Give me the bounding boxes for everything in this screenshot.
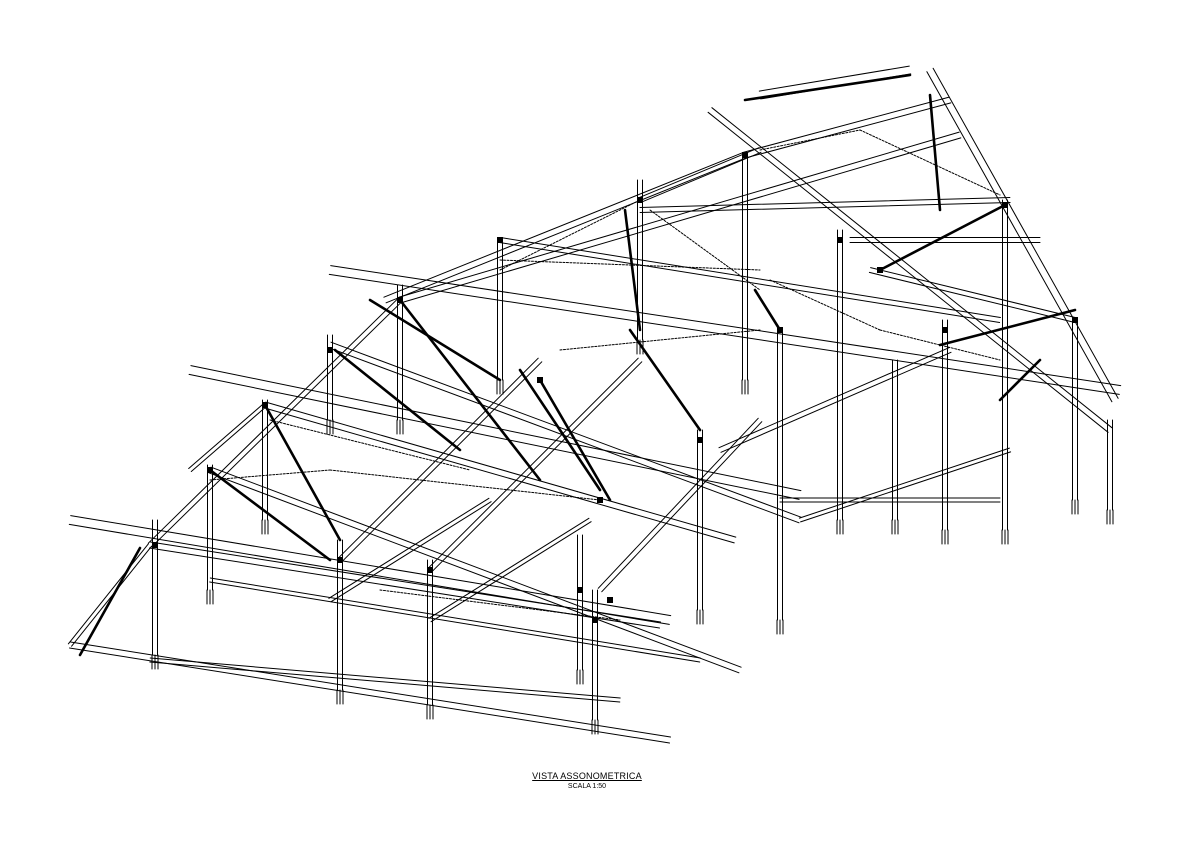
tension-rod xyxy=(329,469,601,501)
bolted-joint xyxy=(537,377,543,383)
column xyxy=(337,539,343,691)
bracing-rod xyxy=(518,368,602,492)
column xyxy=(892,359,898,521)
cross-beam xyxy=(639,197,1011,213)
bolted-joint xyxy=(1002,202,1008,208)
cross-beam xyxy=(868,267,1077,323)
column xyxy=(777,329,783,621)
column xyxy=(397,284,403,421)
column xyxy=(837,229,843,521)
bolted-joint xyxy=(637,197,643,203)
bracing-rod xyxy=(628,328,702,432)
tension-rod xyxy=(769,279,881,331)
bolted-joint xyxy=(607,597,613,603)
column xyxy=(207,464,213,591)
tension-rod xyxy=(859,129,1001,196)
tension-rod xyxy=(649,209,761,291)
column xyxy=(742,154,748,381)
bolted-joint xyxy=(577,587,583,593)
right-eave-beam xyxy=(707,107,1113,433)
column xyxy=(577,534,583,671)
front-bottom-chord xyxy=(69,641,671,744)
tension-rod xyxy=(879,329,1001,361)
middle-end-rafter xyxy=(188,403,267,472)
bracing-rod xyxy=(928,93,942,212)
bolted-joint xyxy=(777,327,783,333)
column xyxy=(497,239,503,381)
cross-beam xyxy=(849,237,1041,243)
bracing-rod xyxy=(333,348,462,452)
bracing-rod xyxy=(938,308,1077,347)
middle-bottom-chord xyxy=(208,466,742,674)
cross-beam xyxy=(638,147,762,203)
upper-chord xyxy=(383,151,747,304)
floor-beam xyxy=(779,497,1001,503)
bolted-joint xyxy=(592,617,598,623)
bracing-rod xyxy=(623,208,642,332)
bracing-rod xyxy=(753,288,782,332)
column xyxy=(697,429,703,611)
bolted-joint xyxy=(337,557,343,563)
drawing-scale: SCALA 1:50 xyxy=(567,783,607,790)
tension-rod xyxy=(759,129,861,151)
column xyxy=(1107,419,1113,511)
drawing-title: VISTA ASSONOMETRICA xyxy=(532,771,642,781)
bolted-joint xyxy=(427,567,433,573)
cross-beam xyxy=(499,237,1001,323)
tension-rod xyxy=(499,199,641,271)
bracing-rod xyxy=(538,378,612,502)
floor-beam xyxy=(328,497,492,603)
bracing-rod xyxy=(998,358,1042,402)
right-rafter xyxy=(926,67,1119,403)
front-end-rafter xyxy=(67,543,153,647)
bracing-rod xyxy=(368,298,502,382)
bolted-joint xyxy=(1072,317,1078,323)
bolted-joint xyxy=(877,267,883,273)
bolted-joint xyxy=(327,347,333,353)
front-header-beam xyxy=(68,515,672,625)
bracing-rod xyxy=(398,298,542,482)
bolted-joint xyxy=(497,237,503,243)
title-block: VISTA ASSONOMETRICA SCALA 1:50 xyxy=(487,771,687,791)
column xyxy=(1072,319,1078,501)
cross-beam xyxy=(597,417,763,593)
tension-rod xyxy=(499,259,761,271)
cross-beam xyxy=(427,357,643,573)
tension-rod xyxy=(559,329,761,351)
bolted-joint xyxy=(837,237,843,243)
tension-rod xyxy=(379,589,621,621)
bracing-rod xyxy=(743,73,912,102)
bolted-joint xyxy=(397,297,403,303)
upper-chord-end xyxy=(743,96,952,159)
bolted-joint xyxy=(697,437,703,443)
bracing-rod xyxy=(878,203,1007,272)
bolted-joint xyxy=(942,327,948,333)
rear-header-beam xyxy=(328,265,1122,395)
cross-beam xyxy=(337,357,543,563)
floor-beam xyxy=(798,447,1012,523)
middle-top-chord xyxy=(263,401,737,544)
floor-beam xyxy=(428,517,592,623)
bolted-joint xyxy=(152,542,158,548)
tension-rod xyxy=(209,469,331,481)
floor-beam xyxy=(209,577,701,663)
column xyxy=(152,519,158,656)
bracing-rod xyxy=(208,468,332,562)
tension-rod xyxy=(269,419,471,471)
bolted-joint xyxy=(207,467,213,473)
bolted-joint xyxy=(597,497,603,503)
bolted-joint xyxy=(742,152,748,158)
column xyxy=(427,559,433,706)
column xyxy=(262,399,268,521)
column xyxy=(1002,199,1008,531)
floor-beam xyxy=(149,657,621,703)
column xyxy=(592,589,598,721)
rear-ridge-beam xyxy=(398,131,962,304)
cross-beam xyxy=(718,347,952,453)
column xyxy=(942,319,948,531)
bracing-rod xyxy=(78,546,142,657)
bolted-joint xyxy=(262,402,268,408)
